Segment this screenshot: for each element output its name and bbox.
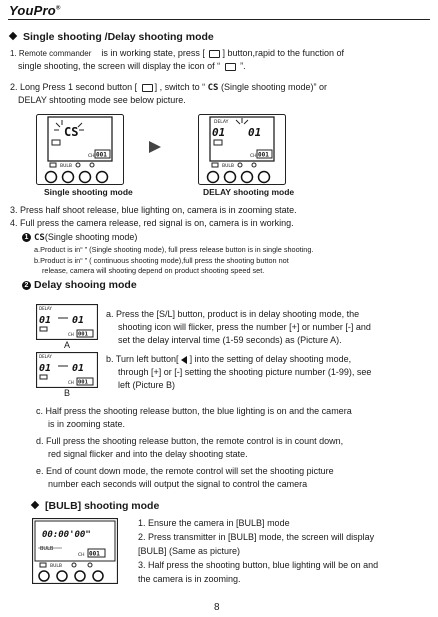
shutter-button-icon [141,83,153,92]
bulb-l3: [BULB] (Same as picture) [138,546,241,556]
svg-text:01: 01 [72,363,84,374]
svg-text:DELAY: DELAY [39,354,52,359]
sub2-d1: d. Full press the shooting release butto… [36,436,344,446]
bulb-l5: the camera is in zooming. [138,574,241,584]
picture-a-label: A [64,340,71,350]
svg-text:01: 01 [39,315,51,326]
svg-text:001: 001 [78,380,89,386]
arrow-right-icon [149,141,161,153]
svg-text:CH: CH [78,552,85,558]
sub2-b3: left (Picture B) [118,380,176,390]
cs-glyph: CS [207,83,219,93]
sub2-a3: set the delay interval time (1-59 second… [118,335,342,345]
caption-single-mode: Single shooting mode [44,187,133,197]
sub2-e2: number each seconds will output the sign… [48,479,308,489]
para-1-line-1: 1. Remote commander is in working state,… [10,48,345,58]
left-arrow-icon [181,355,188,364]
lcd-cs-display: CS [64,125,78,139]
bulb-l1: 1. Ensure the camera in [BULB] mode [138,518,290,528]
svg-text:00:00'00": 00:00'00" [42,530,91,540]
para-2-line-2: DELAY shtooting mode see below picture. [18,95,186,105]
svg-text:CH: CH [68,332,74,337]
picture-b-lcd: DELAY 01 01 CH 001 [36,352,98,388]
picture-b-label: B [64,388,71,398]
sub2-b2: through [+] or [-] setting the shooting … [118,367,372,377]
sub1-a: a.Product is in“ ” (Single shooting mode… [34,245,314,254]
header-rule [8,19,430,20]
sub1-b-cont: release, camera will shooting depend on … [42,266,265,275]
svg-text:01: 01 [212,126,225,139]
para-3: 3. Press half shoot release, blue lighti… [10,205,297,215]
svg-text:DELAY: DELAY [214,119,229,125]
svg-text:001: 001 [78,332,89,338]
shutter-button-icon [209,49,221,58]
para-4: 4. Full press the camera release, red si… [10,218,294,228]
sub2-c2: is in zooming state. [48,419,126,429]
delay-mode-lcd-figure: DELAY 01 01 CH 001 BULB [198,114,286,185]
bulb-mode-lcd-figure: 00:00'00" BULB CH 001 BULB [32,518,118,584]
para-1-line-2: single shooting, the screen will display… [18,61,246,71]
caption-delay-mode: DELAY shooting mode [203,187,295,197]
svg-text:001: 001 [89,551,100,558]
svg-text:CH: CH [88,153,95,159]
svg-text:01: 01 [72,315,84,326]
svg-text:BULB: BULB [222,163,234,169]
svg-text:001: 001 [258,152,269,159]
svg-text:BULB: BULB [50,563,62,569]
brand-logo: YouPro® [9,3,61,18]
sub2-d2: red signal flicker and into the delay sh… [48,449,248,459]
svg-text:BULB: BULB [40,546,54,552]
bulb-title: [BULB] shooting mode [30,500,159,513]
svg-text:01: 01 [39,363,51,374]
svg-text:001: 001 [96,152,107,159]
bulb-l2: 2. Press transmitter in [BULB] mode, the… [138,532,375,542]
svg-text:CH: CH [250,153,257,159]
sub2-e1: e. End of count down mode, the remote co… [36,466,334,476]
svg-text:01: 01 [248,126,261,139]
single-mode-lcd-figure: CS CH 001 BULB [36,114,124,185]
sub2-a1: a. Press the [S/L] button, product is in… [106,309,360,319]
svg-text:CH: CH [68,380,74,385]
svg-text:BULB: BULB [60,163,72,169]
sub2-b1: b. Turn left button[ ] into the setting … [106,354,352,364]
svg-text:DELAY: DELAY [39,306,52,311]
bulb-l4: 3. Half press the shooting button, blue … [138,560,379,570]
sub2-c1: c. Half press the shooting release butto… [36,406,352,416]
picture-a-lcd: DELAY 01 01 CH 001 [36,304,98,340]
sub1-b: b.Product is in“ ” ( continuous shooting… [34,256,289,265]
para-2-line-1: 2. Long Press 1 second button [ ] , swit… [10,82,328,93]
single-shot-icon [224,62,236,71]
page-number: 8 [214,602,220,613]
sub2-a2: shooting icon will flicker, press the nu… [118,322,371,332]
section-title-single-delay: Single shooting /Delay shooting mode [8,31,214,44]
